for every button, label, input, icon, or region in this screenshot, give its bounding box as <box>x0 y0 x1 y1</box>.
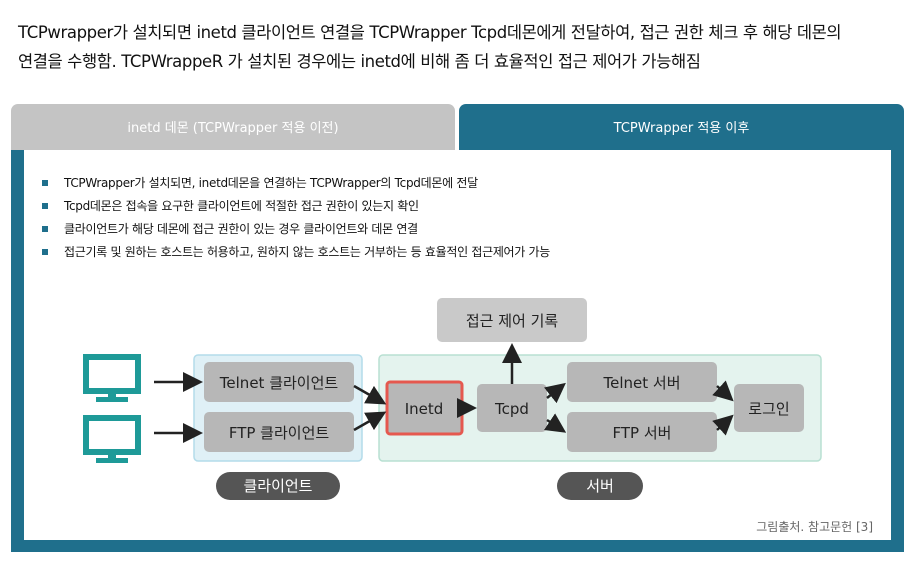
bullet-item: Tcpd데몬은 접속을 요구한 클라이언트에 적절한 접근 권한이 있는지 확인 <box>40 195 550 218</box>
figure-source: 그림출처. 참고문헌 [3] <box>756 520 873 534</box>
ftp-client-node <box>204 412 354 452</box>
telnet-server-node <box>567 362 717 402</box>
tab-panel-content: TCPWrapper가 설치되면, inetd데몬을 연결하는 TCPWrapp… <box>24 150 891 540</box>
tab-after-tcpwrapper[interactable]: TCPWrapper 적용 이후 <box>459 104 904 150</box>
flow-arrows <box>154 343 734 443</box>
bullet-item: 접근기록 및 원하는 호스트는 허용하고, 원하지 않는 호스트는 거부하는 등… <box>40 241 550 264</box>
intro-text: TCPwrapper가 설치되면 inetd 클라이언트 연결을 TCPWrap… <box>18 18 913 76</box>
tcpd-label: Tcpd <box>494 400 529 418</box>
tcpwrapper-diagram: Telnet 클라이언트 FTP 클라이언트 Inetd Tcpd Telnet… <box>83 298 822 500</box>
bullet-list: TCPWrapper가 설치되면, inetd데몬을 연결하는 TCPWrapp… <box>40 172 550 264</box>
bullet-item: 클라이언트가 해당 데몬에 접근 권한이 있는 경우 클라이언트와 데몬 연결 <box>40 218 550 241</box>
bullet-item: TCPWrapper가 설치되면, inetd데몬을 연결하는 TCPWrapp… <box>40 172 550 195</box>
server-group-pill <box>557 472 643 500</box>
telnet-server-label: Telnet 서버 <box>603 374 681 392</box>
ftp-server-label: FTP 서버 <box>613 424 672 442</box>
ftp-server-node <box>567 412 717 452</box>
tcpd-node <box>477 384 547 432</box>
ftp-client-label: FTP 클라이언트 <box>229 424 330 442</box>
monitor-icon <box>83 354 141 402</box>
inetd-label: Inetd <box>405 400 444 418</box>
client-group-pill <box>216 472 340 500</box>
monitor-icon <box>83 415 141 463</box>
intro-line-1: TCPwrapper가 설치되면 inetd 클라이언트 연결을 TCPWrap… <box>18 23 842 42</box>
intro-line-2: 연결을 수행함. TCPWrappeR 가 설치된 경우에는 inetd에 비해… <box>18 52 701 71</box>
tab-before-tcpwrapper[interactable]: inetd 데몬 (TCPWrapper 적용 이전) <box>11 104 455 150</box>
access-log-node <box>437 298 587 342</box>
telnet-client-node <box>204 362 354 402</box>
telnet-client-label: Telnet 클라이언트 <box>219 374 339 392</box>
access-log-label: 접근 제어 기록 <box>466 312 559 330</box>
tab-bar: inetd 데몬 (TCPWrapper 적용 이전) TCPWrapper 적… <box>11 104 904 150</box>
login-label: 로그인 <box>748 400 789 418</box>
client-group-label: 클라이언트 <box>243 477 312 495</box>
tab-panel: TCPWrapper가 설치되면, inetd데몬을 연결하는 TCPWrapp… <box>11 150 904 552</box>
login-node <box>734 384 804 432</box>
server-group-label: 서버 <box>586 477 614 495</box>
